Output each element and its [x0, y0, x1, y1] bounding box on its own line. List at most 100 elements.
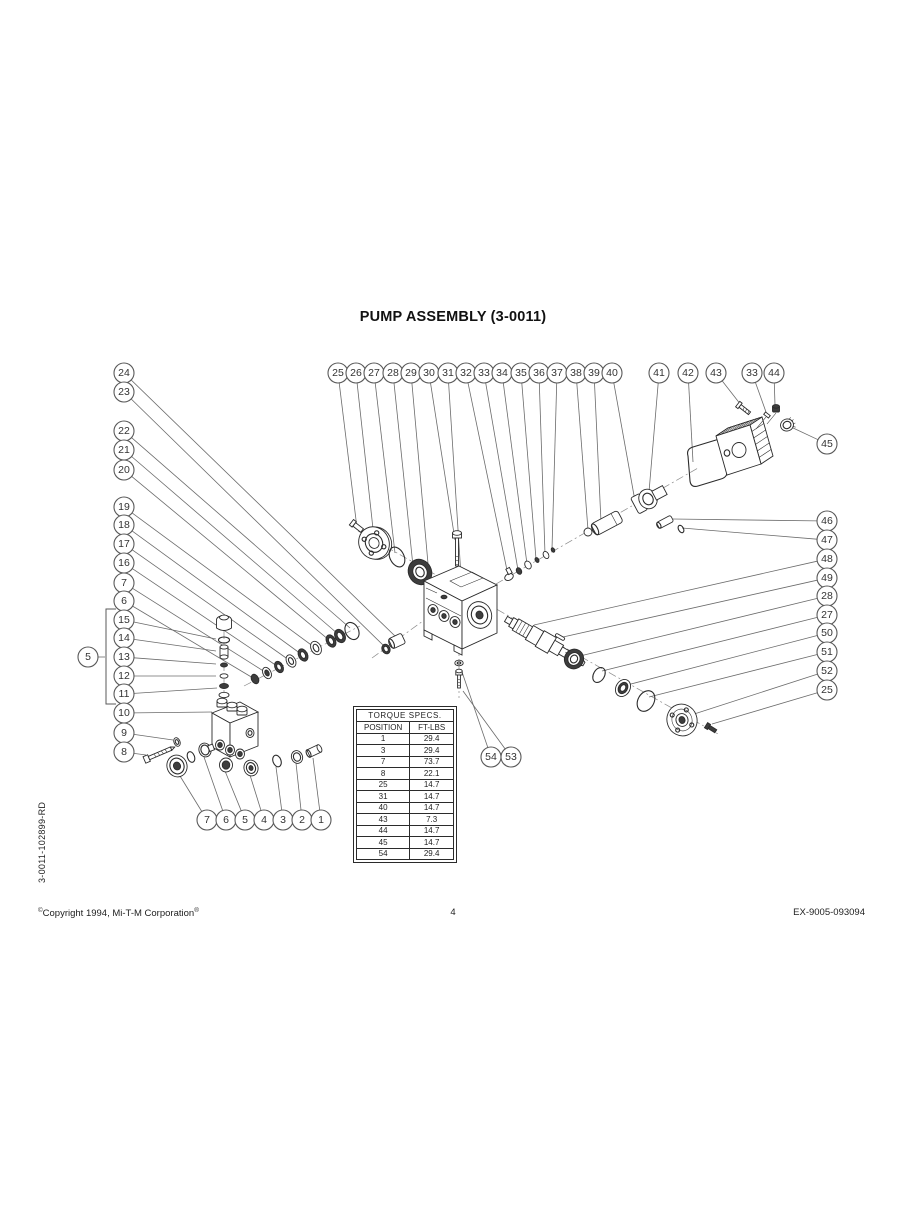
leader-line-17	[131, 549, 290, 661]
callout-38: 38	[565, 362, 587, 384]
leader-line-18	[131, 530, 302, 655]
bearing-cover	[666, 703, 698, 737]
leader-line-11	[133, 687, 218, 694]
torque-cell: 14.7	[423, 780, 440, 789]
svg-text:16: 16	[118, 557, 130, 569]
torque-cell: 73.7	[423, 757, 440, 766]
svg-text:7: 7	[121, 577, 127, 589]
leader-line-47	[681, 527, 818, 540]
svg-text:15: 15	[118, 614, 130, 626]
svg-text:29: 29	[405, 367, 417, 379]
callout-20: 20	[113, 459, 135, 481]
svg-text:7: 7	[204, 814, 210, 826]
torque-cell: 14.7	[423, 803, 440, 812]
callout-25: 25	[327, 362, 349, 384]
callout-6: 6	[215, 809, 237, 831]
torque-cell: 14.7	[423, 791, 440, 801]
svg-text:44: 44	[768, 367, 780, 379]
callout-8: 8	[113, 741, 135, 763]
leader-line-2	[295, 762, 302, 811]
callout-4: 4	[253, 809, 275, 831]
callout-49: 49	[816, 567, 838, 589]
callout-44: 44	[763, 362, 785, 384]
leader-lines	[98, 379, 819, 812]
svg-text:25: 25	[332, 367, 344, 379]
callout-11: 11	[113, 683, 135, 705]
torque-header-ftlbs: FT-LBS	[418, 722, 446, 732]
svg-text:33: 33	[746, 367, 758, 379]
svg-text:5: 5	[242, 814, 248, 826]
callout-1: 1	[310, 809, 332, 831]
callout-54: 54	[480, 746, 502, 768]
packing-chain	[250, 621, 360, 685]
svg-text:26: 26	[350, 367, 362, 379]
plunger-sleeve	[583, 510, 623, 537]
leader-line-28	[579, 598, 818, 657]
callout-47: 47	[816, 529, 838, 551]
svg-text:31: 31	[442, 367, 454, 379]
mount-washer	[173, 737, 181, 747]
svg-text:40: 40	[606, 367, 618, 379]
connecting-rod	[630, 485, 668, 514]
callout-16: 16	[113, 552, 135, 574]
torque-cell: 54	[357, 848, 411, 859]
doc-number: EX-9005-093094	[793, 907, 865, 918]
callout-12: 12	[113, 665, 135, 687]
callout-28: 28	[382, 362, 404, 384]
leader-line-33	[485, 382, 519, 571]
callout-46: 46	[816, 510, 838, 532]
svg-text:35: 35	[515, 367, 527, 379]
leader-line-24	[130, 379, 397, 638]
callout-5: 5	[234, 809, 256, 831]
mount-bolt	[142, 746, 176, 764]
callout-43: 43	[705, 362, 727, 384]
callout-24: 24	[113, 362, 135, 384]
callout-34: 34	[491, 362, 513, 384]
callout-37: 37	[546, 362, 568, 384]
cover-pin	[763, 411, 771, 419]
leader-line-7	[179, 775, 203, 812]
o-ring-pin	[677, 524, 685, 534]
leader-line-48	[533, 560, 818, 626]
svg-text:32: 32	[460, 367, 472, 379]
svg-text:39: 39	[588, 367, 600, 379]
svg-text:37: 37	[551, 367, 563, 379]
torque-cell: 7	[357, 756, 411, 767]
leader-line-10	[133, 711, 213, 714]
bolt-small-top	[348, 518, 365, 533]
o-ring-small	[592, 666, 606, 684]
torque-cell: 14.7	[423, 837, 440, 847]
callout-50: 50	[816, 622, 838, 644]
svg-text:49: 49	[821, 572, 833, 584]
bottom-fittings	[166, 742, 323, 778]
callout-7: 7	[196, 809, 218, 831]
svg-text:50: 50	[821, 627, 833, 639]
svg-text:30: 30	[423, 367, 435, 379]
callout-3: 3	[272, 809, 294, 831]
svg-text:34: 34	[496, 367, 508, 379]
svg-text:43: 43	[710, 367, 722, 379]
callout-2: 2	[291, 809, 313, 831]
leader-line-43	[721, 380, 742, 406]
pump-body	[422, 565, 499, 656]
leader-line-21	[131, 456, 339, 635]
page-number: 4	[450, 907, 456, 918]
leader-line-49	[562, 579, 818, 638]
leader-line-8	[133, 753, 147, 756]
leader-line-41	[648, 382, 659, 493]
svg-text:27: 27	[368, 367, 380, 379]
leader-line-34	[502, 382, 528, 565]
manifold-block	[210, 697, 260, 760]
svg-text:17: 17	[118, 538, 130, 550]
callout-17: 17	[113, 533, 135, 555]
shaft-key	[554, 633, 566, 641]
leader-line-15	[133, 621, 217, 640]
leader-line-3	[275, 766, 283, 811]
leader-line-33	[755, 382, 767, 413]
cover-bolt	[703, 721, 718, 734]
